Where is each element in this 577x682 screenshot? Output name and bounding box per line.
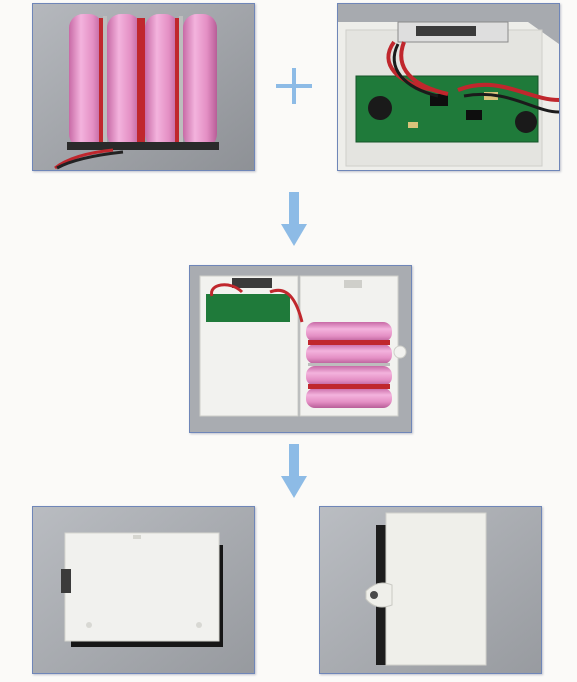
plus-icon [276, 68, 312, 104]
closed-case-side-photo [319, 506, 542, 674]
down-arrow-icon [281, 444, 307, 500]
down-arrow-icon [281, 192, 307, 248]
circuit-board-image [338, 4, 559, 170]
battery-pack-photo [32, 3, 255, 171]
closed-case-side-image [320, 507, 541, 673]
assembled-case-photo [189, 265, 412, 433]
battery-cells [54, 14, 219, 170]
battery-cells [306, 322, 392, 408]
battery-pack-image [33, 4, 254, 170]
circuit-board-photo [337, 3, 560, 171]
closed-case-front-photo [32, 506, 255, 674]
assembled-case-image [190, 266, 411, 432]
closed-case-front-image [33, 507, 254, 673]
